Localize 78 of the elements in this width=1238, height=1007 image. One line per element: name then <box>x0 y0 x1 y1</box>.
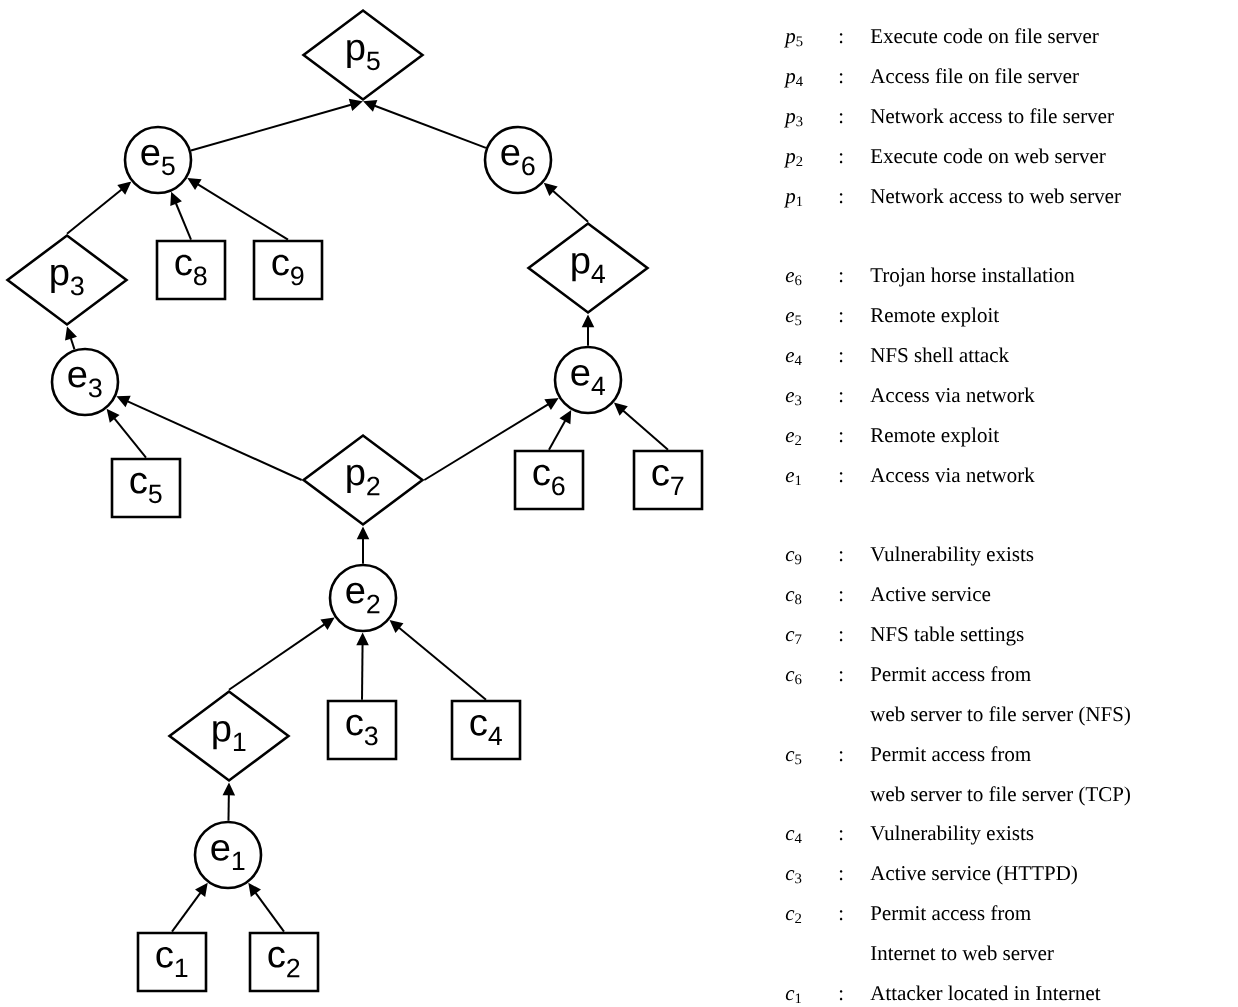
circle-node: e$_{2}$ <box>328 563 398 633</box>
description: Vulnerability exists <box>870 825 1034 845</box>
description: Permit access from <box>870 746 1031 762</box>
separator: : <box>839 990 843 1001</box>
separator: : <box>839 751 843 762</box>
separator: : <box>839 113 843 124</box>
description: Access via network <box>870 467 1035 483</box>
description: Remote exploit <box>870 427 999 447</box>
separator: : <box>839 671 843 682</box>
square-node: c$_{4}$ <box>450 699 522 761</box>
description: Vulnerability exists <box>870 546 1034 566</box>
description: Execute code on file server <box>870 28 1099 44</box>
symbol: c$_{4}$ <box>785 830 802 844</box>
description: Remote exploit <box>870 307 999 327</box>
separator: : <box>839 910 843 921</box>
square-node: c$_{2}$ <box>248 931 320 993</box>
symbol: c$_{6}$ <box>785 671 802 685</box>
description: Network access to file server <box>870 108 1114 124</box>
square-node: c$_{1}$ <box>136 931 208 993</box>
description: Permit access from <box>870 905 1031 921</box>
circle-node: e$_{5}$ <box>123 125 193 195</box>
separator: : <box>839 631 843 642</box>
square-node: c$_{8}$ <box>155 239 227 301</box>
symbol: c$_{3}$ <box>785 870 802 884</box>
symbol: p$_{1}$ <box>784 193 803 208</box>
separator: : <box>839 432 843 443</box>
separator: : <box>839 830 843 841</box>
separator: : <box>839 591 843 602</box>
circle-node: e$_{6}$ <box>483 125 553 195</box>
separator: : <box>839 272 843 283</box>
square-node: c$_{9}$ <box>252 239 324 301</box>
separator: : <box>839 392 843 403</box>
description: web server to file server (NFS) <box>870 706 1130 726</box>
circle-node: e$_{3}$ <box>50 347 120 417</box>
description: NFS shell attack <box>870 347 1010 363</box>
symbol: c$_{2}$ <box>785 910 802 924</box>
description: Permit access from <box>870 666 1031 682</box>
description: Trojan horse installation <box>870 267 1075 287</box>
symbol: p$_{3}$ <box>784 113 803 128</box>
separator: : <box>839 153 843 164</box>
description: Active service (HTTPD) <box>870 865 1077 885</box>
description: Active service <box>870 587 991 602</box>
circle-node: e$_{1}$ <box>193 820 263 890</box>
symbol: e$_{1}$ <box>785 472 801 486</box>
separator: : <box>839 73 843 84</box>
symbol: e$_{4}$ <box>785 352 802 366</box>
separator: : <box>839 472 843 483</box>
symbol: c$_{1}$ <box>785 990 801 1004</box>
square-node: c$_{5}$ <box>110 457 182 519</box>
separator: : <box>839 551 843 562</box>
square-node: c$_{3}$ <box>326 699 398 761</box>
description: Execute code on web server <box>870 148 1106 164</box>
symbol: e$_{6}$ <box>785 272 802 286</box>
separator: : <box>839 312 843 323</box>
symbol: c$_{7}$ <box>785 631 802 645</box>
description: Network access to web server <box>870 188 1121 204</box>
separator: : <box>839 193 843 204</box>
square-node: c$_{7}$ <box>632 449 704 511</box>
separator: : <box>839 870 843 881</box>
circle-node: e$_{4}$ <box>553 345 623 415</box>
symbol: c$_{8}$ <box>785 591 802 605</box>
square-node: c$_{6}$ <box>513 449 585 511</box>
description: Access via network <box>870 387 1035 403</box>
symbol: p$_{4}$ <box>784 73 803 88</box>
separator: : <box>839 352 843 363</box>
description: Access file on file server <box>870 68 1079 84</box>
description: web server to file server (TCP) <box>870 786 1130 806</box>
symbol: p$_{2}$ <box>784 153 803 168</box>
symbol: c$_{9}$ <box>785 551 802 565</box>
description: Internet to web server <box>870 945 1054 961</box>
symbol: c$_{5}$ <box>785 751 802 765</box>
description: Attacker located in Internet <box>870 985 1101 1001</box>
symbol: p$_{5}$ <box>784 33 803 48</box>
symbol: e$_{5}$ <box>785 312 802 326</box>
description: NFS table settings <box>870 626 1024 646</box>
separator: : <box>839 33 843 44</box>
symbol: e$_{2}$ <box>785 432 802 446</box>
symbol: e$_{3}$ <box>785 392 802 406</box>
